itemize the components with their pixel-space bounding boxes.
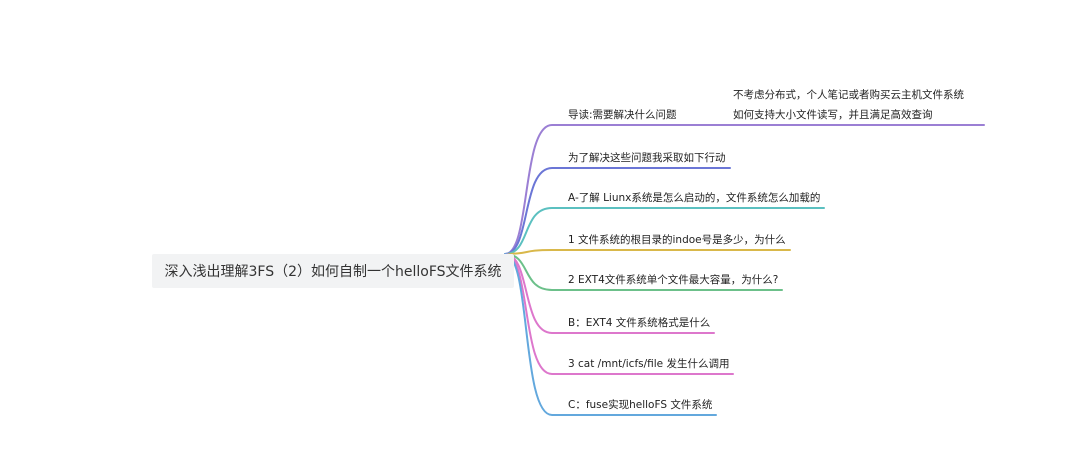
branch-node-label: B：EXT4 文件系统格式是什么 xyxy=(568,317,711,329)
child-node-file-rw[interactable]: 如何支持大小文件读写，并且满足高效查询 xyxy=(733,108,933,122)
branch-node-cat-calls[interactable]: 3 cat /mnt/icfs/file 发生什么调用 xyxy=(568,357,729,371)
branch-connector xyxy=(504,167,731,255)
branch-node-fuse[interactable]: C：fuse实现helloFS 文件系统 xyxy=(568,398,712,412)
root-node[interactable]: 深入浅出理解3FS（2）如何自制一个helloFS文件系统 xyxy=(152,254,514,288)
child-node-distributed[interactable]: 不考虑分布式，个人笔记或者购买云主机文件系统 xyxy=(733,88,964,102)
branch-node-linux-boot[interactable]: A-了解 Liunx系统是怎么启动的，文件系统怎么加载的 xyxy=(568,191,820,205)
branch-node-label: 导读:需要解决什么问题 xyxy=(568,109,677,121)
branch-connector xyxy=(504,207,825,255)
branch-node-label: C：fuse实现helloFS 文件系统 xyxy=(568,399,713,411)
child-node-label: 如何支持大小文件读写，并且满足高效查询 xyxy=(733,109,933,121)
branch-node-label: 2 EXT4文件系统单个文件最大容量，为什么? xyxy=(568,274,779,286)
branch-node-ext4-format[interactable]: B：EXT4 文件系统格式是什么 xyxy=(568,316,710,330)
branch-connector xyxy=(504,249,791,255)
branch-node-label: 为了解决这些问题我采取如下行动 xyxy=(568,152,726,164)
branch-node-actions[interactable]: 为了解决这些问题我采取如下行动 xyxy=(568,151,726,165)
root-node-label: 深入浅出理解3FS（2）如何自制一个helloFS文件系统 xyxy=(164,264,502,280)
branch-connector xyxy=(504,253,734,375)
branch-connector xyxy=(504,124,682,255)
branch-node-root-inode[interactable]: 1 文件系统的根目录的indoe号是多少，为什么 xyxy=(568,233,786,247)
branch-node-guide[interactable]: 导读:需要解决什么问题 xyxy=(568,108,677,122)
branch-node-ext4-max[interactable]: 2 EXT4文件系统单个文件最大容量，为什么? xyxy=(568,273,778,287)
branch-node-label: A-了解 Liunx系统是怎么启动的，文件系统怎么加载的 xyxy=(568,192,821,204)
branch-node-label: 3 cat /mnt/icfs/file 发生什么调用 xyxy=(568,358,730,370)
branch-node-label: 1 文件系统的根目录的indoe号是多少，为什么 xyxy=(568,234,786,246)
child-node-label: 不考虑分布式，个人笔记或者购买云主机文件系统 xyxy=(733,89,964,101)
